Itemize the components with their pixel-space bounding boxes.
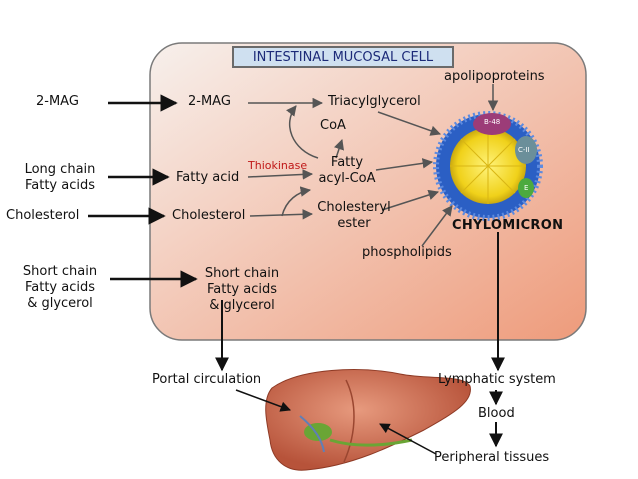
cell-cholesterol-label: Cholesterol <box>172 208 246 223</box>
cell-short-chain-label: Short chain Fatty acids & glycerol <box>196 266 288 314</box>
chylomicron-label: CHYLOMICRON <box>452 218 564 233</box>
cell-2mag-label: 2-MAG <box>188 94 231 109</box>
fatty-acyl-coa-label: Fatty acyl-CoA <box>312 155 382 187</box>
input-short-chain-line1: Short chain <box>22 264 98 279</box>
cell-short-chain-line2: Fatty acids <box>206 282 278 297</box>
arrow-acylcoa-to-tag <box>334 139 344 159</box>
thiokinase-label: Thiokinase <box>248 159 308 172</box>
arrow-acylcoa-to-chylomicron <box>375 158 434 171</box>
blood-label: Blood <box>478 406 515 421</box>
arrow-phospholipids <box>421 205 453 247</box>
fatty-acyl-coa-line2: acyl-CoA <box>318 171 376 186</box>
arrow-portal-to-liver <box>235 389 291 412</box>
cholesteryl-ester-label: Cholesteryl ester <box>312 200 396 232</box>
input-long-chain-line1: Long chain <box>24 162 96 177</box>
lymphatic-system-label: Lymphatic system <box>438 372 556 387</box>
input-short-chain-line2: Fatty acids <box>24 280 96 295</box>
peripheral-tissues-label: Peripheral tissues <box>434 450 550 465</box>
cholesteryl-ester-line2: ester <box>337 216 371 231</box>
triacylglycerol-label: Triacylglycerol <box>328 94 421 109</box>
apo-b48-label: B-48 <box>484 118 501 126</box>
arrow-peripheral-to-liver <box>379 423 437 455</box>
arrow-ester-to-chylomicron <box>381 189 439 211</box>
arrow-tag-to-chylomicron <box>377 111 441 136</box>
input-short-chain-line3: & glycerol <box>27 296 93 311</box>
apo-e-label: E <box>524 184 529 192</box>
arrow-fattyacid-to-acylcoa <box>247 169 314 180</box>
apo-c2-shape <box>515 136 537 164</box>
cell-short-chain-line3: & glycerol <box>209 298 275 313</box>
apolipoproteins-label: apolipoproteins <box>444 69 545 84</box>
arrow-coa-release <box>286 105 319 159</box>
apo-e-shape <box>518 178 534 198</box>
input-cholesterol-label: Cholesterol <box>6 208 80 223</box>
arrow-cholesterol-to-ester <box>249 209 314 220</box>
phospholipids-label: phospholipids <box>362 245 452 260</box>
input-long-chain-label: Long chain Fatty acids <box>14 162 106 194</box>
input-2mag-label: 2-MAG <box>36 94 79 109</box>
input-short-chain-label: Short chain Fatty acids & glycerol <box>14 264 106 312</box>
arrow-ester-coa-release <box>281 186 312 217</box>
cell-short-chain-line1: Short chain <box>204 266 280 281</box>
apo-b48-shape <box>473 113 511 135</box>
apo-c2-label: C-II <box>518 146 530 154</box>
chylomicron-graphic <box>433 111 543 221</box>
fatty-acid-label: Fatty acid <box>176 170 240 185</box>
portal-circulation-label: Portal circulation <box>152 372 262 387</box>
cell-title: INTESTINAL MUCOSAL CELL <box>232 46 454 68</box>
input-long-chain-line2: Fatty acids <box>24 178 96 193</box>
coa-label: CoA <box>320 118 346 133</box>
liver-graphic <box>265 369 471 471</box>
cholesteryl-ester-line1: Cholesteryl <box>317 200 391 215</box>
fatty-acyl-coa-line1: Fatty <box>330 155 364 170</box>
